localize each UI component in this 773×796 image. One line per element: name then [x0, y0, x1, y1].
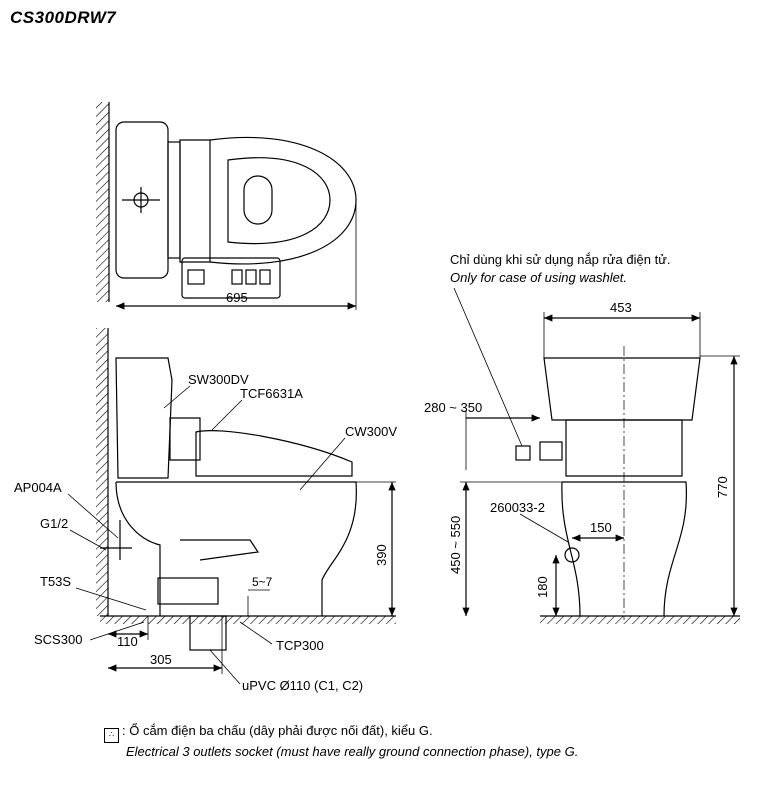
dim-front-width: 453 — [610, 300, 632, 315]
dim-valve-height: 180 — [535, 576, 550, 598]
dim-valve-off: 150 — [590, 520, 612, 535]
front-view — [453, 287, 740, 624]
angle-valve-front — [564, 547, 580, 563]
dim-wall-off-1: 110 — [117, 634, 138, 649]
bowl-front — [562, 481, 688, 617]
washlet-note-en: Only for case of using washlet. — [450, 270, 627, 285]
dim-top-width: 695 — [226, 290, 248, 305]
footnote-vi: : Ổ cắm điện ba chấu (dây phải được nối … — [122, 723, 433, 738]
seat-side — [195, 430, 353, 477]
dim-side-height: 390 — [374, 544, 389, 566]
socket-symbol — [515, 445, 531, 461]
dim-seat-height: 450 ~ 550 — [448, 516, 463, 574]
label-hose: T53S — [40, 574, 71, 589]
label-flange: SCS300 — [34, 632, 82, 647]
label-pipe: uPVC Ø110 (C1, C2) — [242, 678, 363, 693]
socket-front — [539, 441, 563, 461]
control-panel — [181, 257, 281, 299]
label-valve: AP004A — [14, 480, 62, 495]
label-trap: TCP300 — [276, 638, 324, 653]
drain-pipe — [189, 615, 227, 651]
dim-range: 280 ~ 350 — [424, 400, 482, 415]
side-view — [67, 328, 396, 685]
label-angle-valve: 260033-2 — [490, 500, 545, 515]
fitting-side — [157, 577, 219, 605]
seat-hinge — [179, 139, 211, 263]
footnote-en: Electrical 3 outlets socket (must have r… — [126, 744, 579, 759]
wall-hatch-side — [96, 328, 108, 616]
label-tank: SW300DV — [188, 372, 249, 387]
label-seat: TCF6631A — [240, 386, 303, 401]
dim-total-height: 770 — [715, 476, 730, 498]
socket-icon: ∴ — [104, 728, 119, 743]
bowl-opening — [243, 175, 273, 225]
bowl-side — [116, 481, 357, 616]
wall-hatch-top — [96, 102, 109, 302]
label-bowl: CW300V — [345, 424, 397, 439]
socket-footnote: ∴: Ổ cắm điện ba chấu (dây phải được nối… — [104, 722, 578, 761]
tank-front — [543, 357, 701, 421]
washlet-note-vi: Chỉ dùng khi sử dụng nắp rửa điện tử. — [450, 252, 671, 267]
label-thread: G1/2 — [40, 516, 68, 531]
dim-floor-gap: 5~7 — [252, 575, 273, 589]
top-view — [96, 102, 357, 310]
tank-side — [115, 357, 173, 479]
seat-outline — [209, 136, 357, 265]
footnote-vi-line: ∴: Ổ cắm điện ba chấu (dây phải được nối… — [104, 722, 578, 743]
dim-wall-off-2: 305 — [150, 652, 172, 667]
floor-hatch-front — [540, 616, 740, 624]
model-title: CS300DRW7 — [10, 8, 117, 27]
floor-hatch-side — [100, 616, 396, 624]
seat-front — [565, 419, 683, 477]
